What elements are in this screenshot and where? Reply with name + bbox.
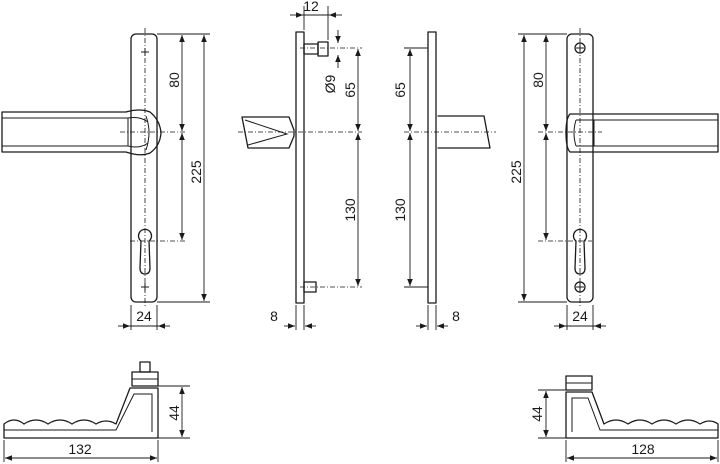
- cylinder-hole-right: [572, 228, 588, 275]
- dim-130-side-right: 130: [392, 198, 408, 222]
- dim-8-side-right: 8: [452, 308, 460, 324]
- dim-128: 128: [631, 441, 655, 457]
- dim-8-side-left: 8: [270, 308, 278, 324]
- dim-44-right: 44: [529, 406, 545, 422]
- dim-44-left: 44: [166, 405, 182, 421]
- dim-225-left: 225: [188, 160, 204, 184]
- lever-profile-right: [565, 391, 719, 439]
- dim-65-side-right: 65: [392, 82, 408, 98]
- lever-side-left: [241, 116, 295, 149]
- dim-80-right: 80: [530, 72, 546, 88]
- front-view-right: 80 225 24: [508, 28, 719, 330]
- bottom-view-right: 44 128: [529, 375, 719, 462]
- dim-12: 12: [303, 0, 319, 14]
- dim-24-right: 24: [572, 308, 588, 324]
- dim-65-side-left: 65: [342, 82, 358, 98]
- dim-diameter-9: Ø9: [322, 74, 338, 93]
- side-view-left: 12 Ø9 65 130 8: [238, 0, 362, 330]
- cylinder-hole-left: [137, 228, 153, 275]
- lever-profile-left: [3, 387, 159, 439]
- dim-24-left: 24: [136, 308, 152, 324]
- front-view-left: 80 225 24: [1, 28, 210, 330]
- dim-80-left: 80: [166, 72, 182, 88]
- lever-front-left: [1, 109, 162, 156]
- side-view-right: 65 130 8: [392, 31, 496, 330]
- bottom-view-left: 44 132: [3, 361, 190, 462]
- dim-225-right: 225: [508, 160, 524, 184]
- lever-front-right: [565, 113, 719, 153]
- dim-130-side-left: 130: [342, 198, 358, 222]
- dim-132: 132: [68, 441, 92, 457]
